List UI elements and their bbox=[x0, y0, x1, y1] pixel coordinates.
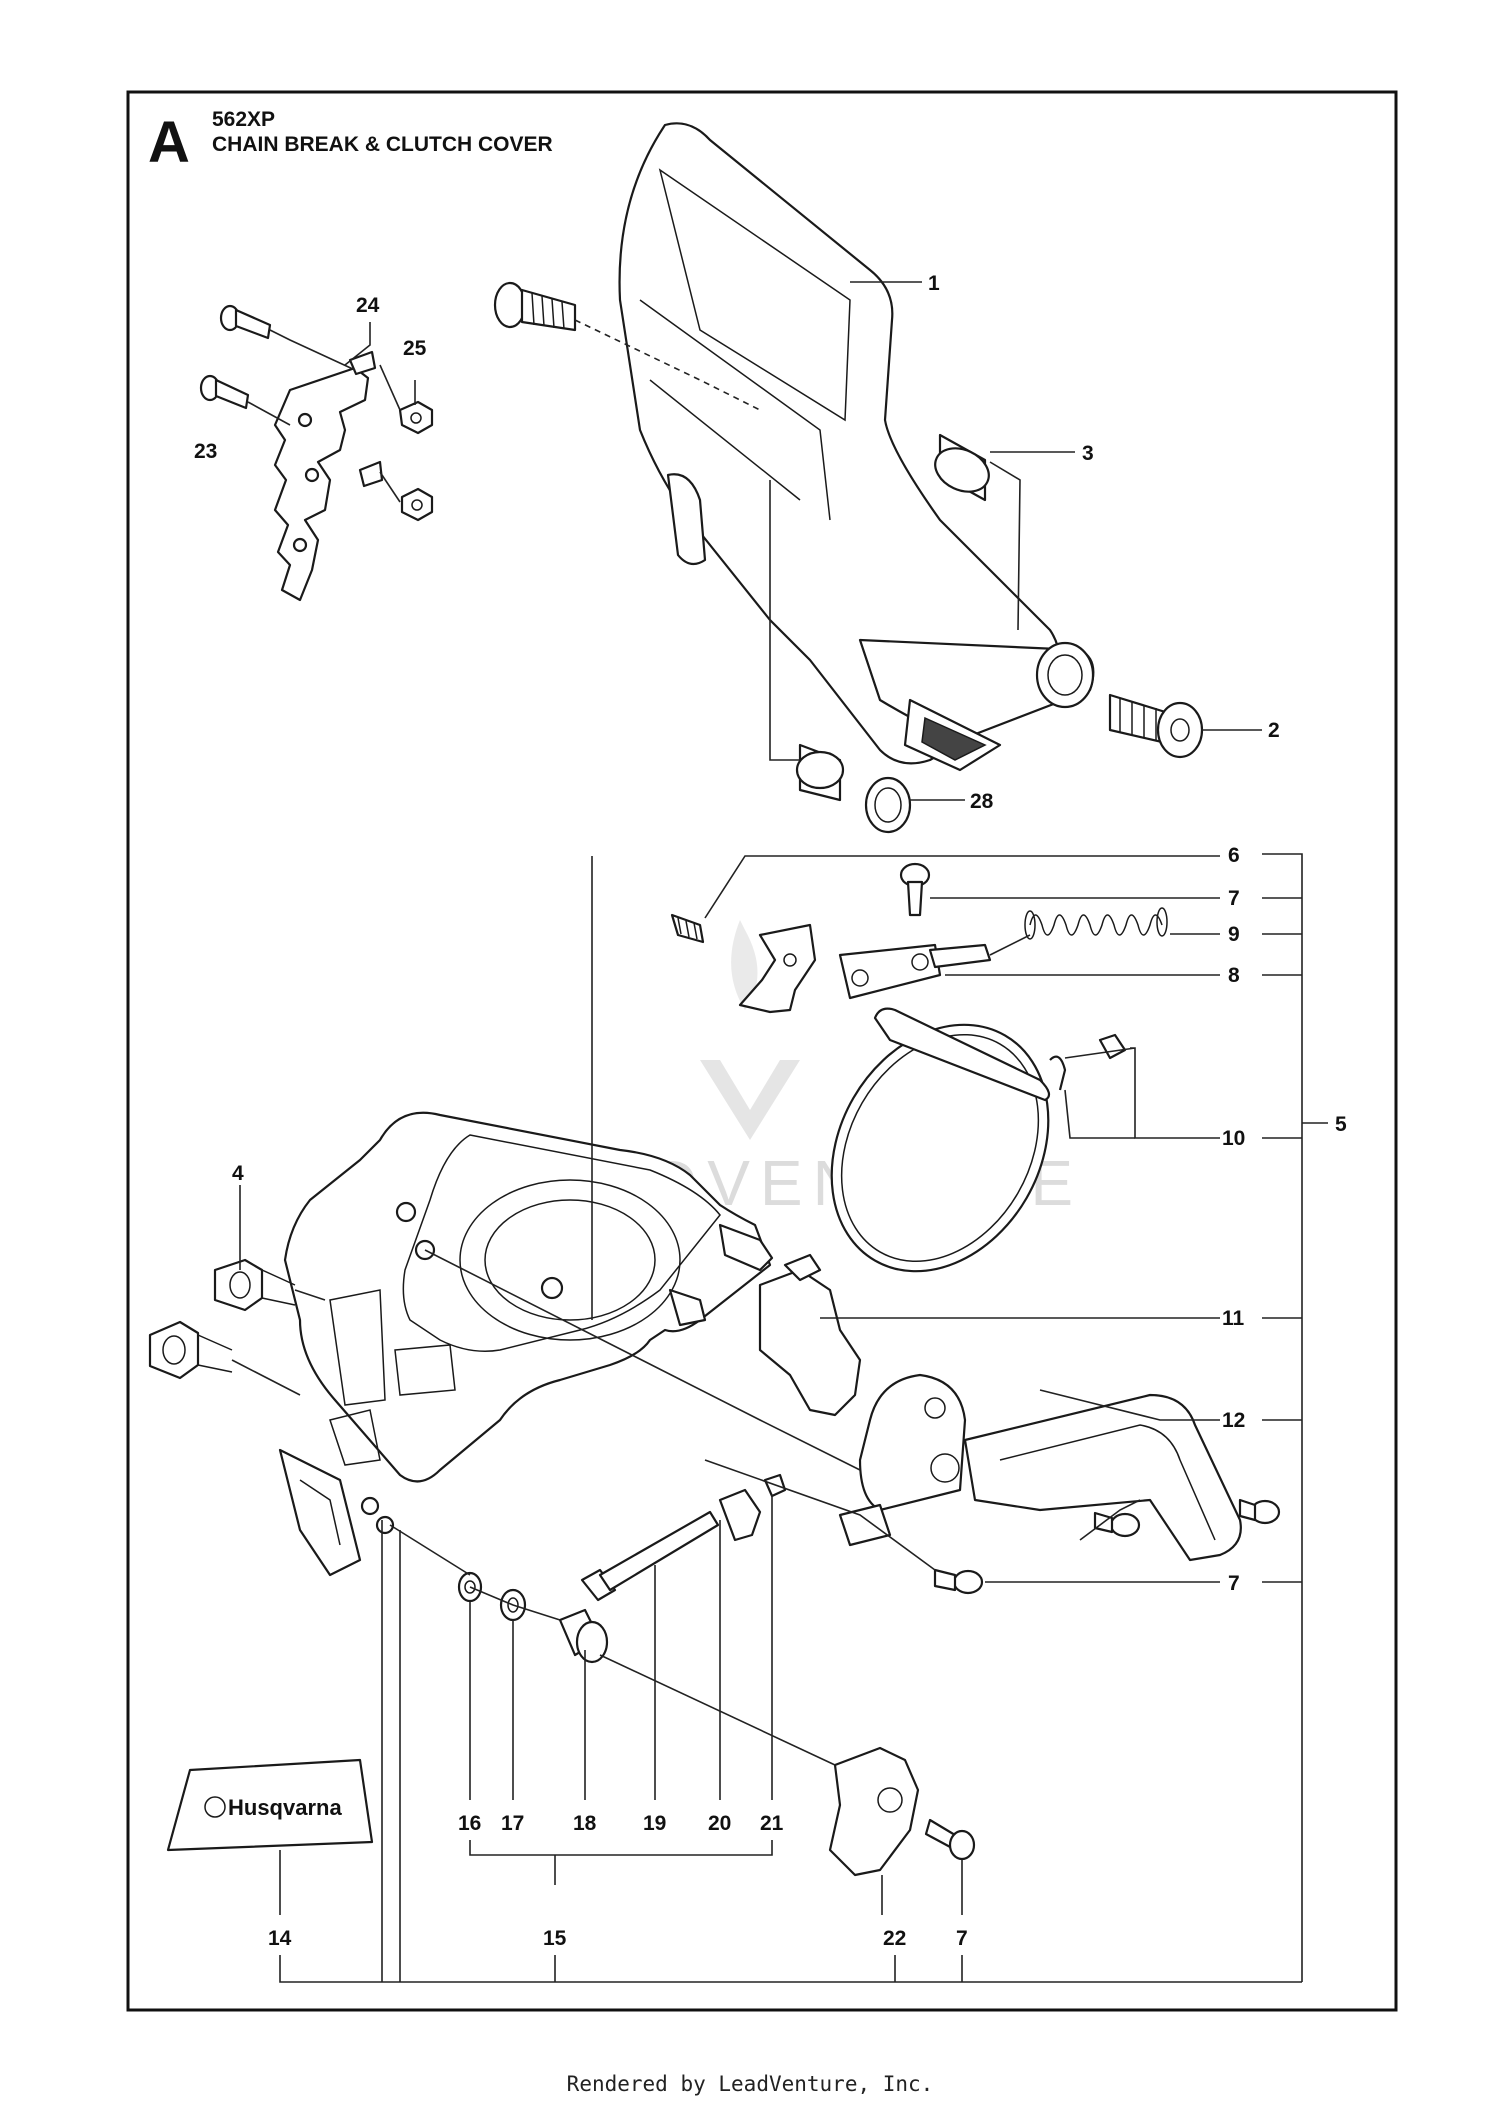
callout-17: 17 bbox=[501, 1812, 524, 1835]
part-guide-bracket bbox=[838, 1373, 1242, 1562]
part-brake-link bbox=[838, 943, 992, 1000]
callout-3: 3 bbox=[1082, 442, 1094, 465]
part-cover-screw-bottom bbox=[933, 1568, 984, 1595]
diagram-title: CHAIN BREAK & CLUTCH COVER bbox=[212, 133, 553, 156]
callout-1: 1 bbox=[928, 272, 940, 295]
diagram-frame bbox=[126, 90, 1398, 2012]
decal-text: Husqvarna bbox=[228, 1795, 342, 1820]
callout-7-bottom: 7 bbox=[956, 1927, 968, 1950]
part-handle-screw bbox=[493, 281, 577, 332]
callout-20: 20 bbox=[708, 1812, 731, 1835]
callout-15: 15 bbox=[543, 1927, 567, 1950]
part-tensioner-cover-screw bbox=[924, 1818, 976, 1861]
callout-labels: 1 2 3 4 5 6 7 9 8 10 11 12 7 14 15 16 17… bbox=[194, 272, 1347, 1950]
part-clutch-cover bbox=[278, 1111, 774, 1577]
callout-16: 16 bbox=[458, 1812, 481, 1835]
part-cover-nut-upper bbox=[213, 1258, 296, 1312]
part-spike-screw-lower bbox=[199, 374, 250, 410]
callout-7-lower: 7 bbox=[1228, 1572, 1240, 1595]
part-brake-band bbox=[830, 1007, 1127, 1273]
part-tensioner-cover bbox=[828, 1746, 920, 1877]
callout-4: 4 bbox=[232, 1162, 244, 1185]
part-spike-nut-upper bbox=[398, 400, 434, 435]
callout-12: 12 bbox=[1222, 1409, 1245, 1432]
callout-22: 22 bbox=[883, 1927, 906, 1950]
part-decal: Husqvarna bbox=[166, 1758, 374, 1852]
callout-14: 14 bbox=[268, 1927, 292, 1950]
leader-lines bbox=[231, 281, 1328, 1983]
callout-6: 6 bbox=[1228, 844, 1240, 867]
callout-7-upper: 7 bbox=[1228, 887, 1240, 910]
callout-25: 25 bbox=[403, 337, 427, 360]
callout-8: 8 bbox=[1228, 964, 1240, 987]
part-tensioner-gear bbox=[558, 1608, 609, 1664]
part-bushing bbox=[934, 433, 990, 502]
section-letter: A bbox=[148, 110, 190, 175]
callout-28: 28 bbox=[970, 790, 994, 813]
callout-21: 21 bbox=[760, 1812, 784, 1835]
callout-11: 11 bbox=[1222, 1307, 1245, 1330]
callout-10: 10 bbox=[1222, 1127, 1245, 1150]
part-tensioner-screw bbox=[580, 1510, 720, 1602]
callout-24: 24 bbox=[356, 294, 380, 317]
part-chain-brake-handle bbox=[618, 122, 1095, 772]
part-bumper-spike bbox=[273, 350, 384, 602]
part-spike-screw-upper bbox=[219, 304, 272, 340]
model-number: 562XP bbox=[212, 108, 275, 131]
callout-18: 18 bbox=[573, 1812, 597, 1835]
footer-credit: Rendered by LeadVenture, Inc. bbox=[566, 2072, 934, 2096]
part-chain-guide-plate bbox=[758, 1253, 862, 1417]
part-brake-lever bbox=[738, 923, 817, 1014]
part-cover-nut-lower bbox=[148, 1320, 233, 1380]
part-sleeve-and-washer bbox=[795, 743, 912, 834]
callout-23: 23 bbox=[194, 440, 217, 463]
part-spike-nut-lower bbox=[400, 487, 434, 522]
callout-2: 2 bbox=[1268, 719, 1280, 742]
part-shoulder-screw bbox=[1108, 693, 1204, 759]
part-guide-screw-right bbox=[1238, 1498, 1281, 1525]
callout-19: 19 bbox=[643, 1812, 666, 1835]
part-lever-screw bbox=[899, 862, 931, 917]
part-brake-spring bbox=[1024, 907, 1168, 940]
callout-5: 5 bbox=[1335, 1113, 1347, 1136]
part-lever-pin bbox=[670, 913, 705, 944]
callout-9: 9 bbox=[1228, 923, 1240, 946]
